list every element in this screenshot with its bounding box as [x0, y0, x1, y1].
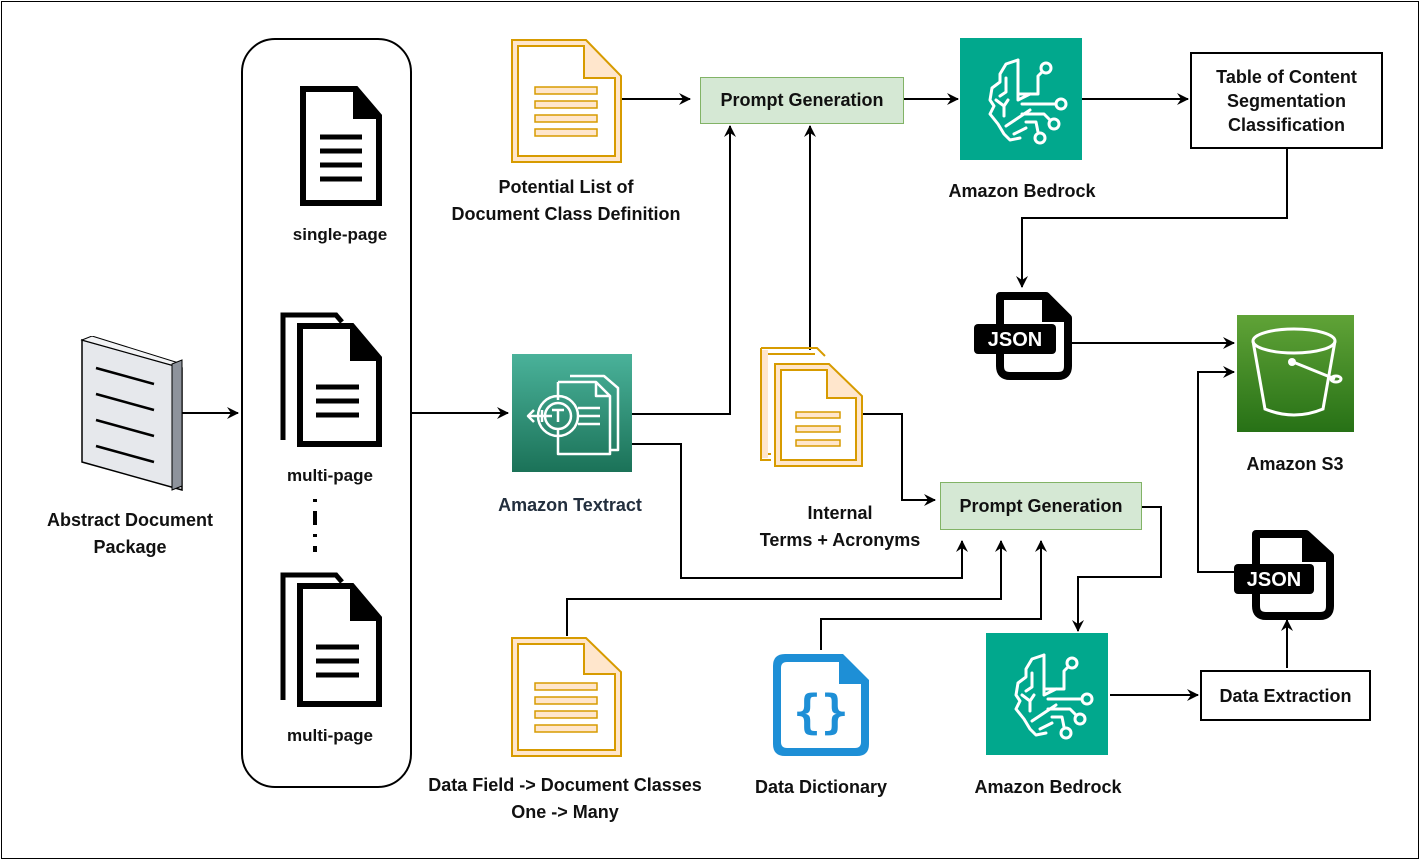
- amazon-textract-label: Amazon Textract: [498, 495, 642, 515]
- edge-datafield-to-prompt-bottom: [566, 540, 1007, 636]
- json-output-bottom[interactable]: JSON: [1232, 526, 1338, 625]
- label-line: Document Class Definition: [451, 204, 681, 224]
- toc-segmentation-classification[interactable]: Table of Content Segmentation Classifica…: [1190, 52, 1383, 149]
- toc-line: Classification: [1227, 114, 1346, 135]
- edge-terms-to-prompt-bottom: [862, 413, 936, 506]
- edge-textract-to-prompt-top: [632, 125, 736, 415]
- label-line: Potential List of: [498, 177, 634, 197]
- amazon-bedrock-bottom-label: Amazon Bedrock: [974, 777, 1122, 797]
- internal-terms-label: Internal Terms + Acronyms: [730, 500, 950, 554]
- textract-icon: [512, 354, 632, 472]
- orange-document-icon: [511, 39, 622, 163]
- edge-toc-to-json-top: [1016, 148, 1288, 288]
- label-line: Terms + Acronyms: [759, 530, 921, 550]
- amazon-bedrock-top[interactable]: [960, 38, 1082, 165]
- edge-json-bottom-to-s3: [1197, 366, 1236, 573]
- amazon-bedrock-bottom[interactable]: [986, 633, 1108, 760]
- data-field-mapping-label: Data Field -> Document Classes One -> Ma…: [400, 772, 730, 826]
- multi-page-document-icon: [280, 312, 382, 447]
- multi-page-document-icon: [280, 572, 382, 707]
- edge-textract-to-prompt-bottom: [632, 443, 968, 579]
- bedrock-brain-icon: [960, 38, 1082, 160]
- class-definition-document[interactable]: [510, 38, 624, 169]
- label-line: One -> Many: [511, 802, 619, 822]
- toc-line: Segmentation: [1226, 90, 1346, 111]
- s3-bucket-icon: [1237, 315, 1354, 432]
- abstract-document-package[interactable]: [78, 335, 184, 499]
- edge-prompt-bottom-to-bedrock: [1072, 506, 1162, 632]
- data-extraction[interactable]: Data Extraction: [1200, 670, 1371, 721]
- orange-stacked-documents-icon: [760, 347, 863, 467]
- amazon-bedrock-top-label: Amazon Bedrock: [948, 181, 1096, 201]
- multi-page-label: multi-page: [287, 466, 373, 485]
- data-dictionary[interactable]: {}: [769, 650, 873, 765]
- orange-document-icon: [511, 637, 622, 757]
- single-page-label: single-page: [292, 225, 388, 244]
- class-definition-label: Potential List of Document Class Definit…: [436, 174, 696, 228]
- toc-line: Table of Content: [1216, 66, 1357, 87]
- label-line: Package: [93, 537, 167, 557]
- single-page-document-icon: [300, 86, 382, 206]
- json-text: JSON: [1247, 569, 1301, 591]
- internal-terms-documents[interactable]: [759, 346, 865, 473]
- braces-glyph: {}: [793, 685, 848, 739]
- bedrock-brain-icon: [986, 633, 1108, 755]
- label-line: Internal: [807, 503, 873, 523]
- abstract-document-label: Abstract Document Package: [30, 507, 230, 561]
- prompt-generation-bottom[interactable]: Prompt Generation: [940, 482, 1142, 530]
- multi-page-document[interactable]: [280, 572, 384, 713]
- label-line: Data Field -> Document Classes: [428, 775, 702, 795]
- multi-page-label: multi-page: [287, 726, 373, 745]
- edge-dictionary-to-prompt-bottom: [820, 540, 1047, 650]
- json-text: JSON: [988, 329, 1042, 351]
- prompt-generation-top[interactable]: Prompt Generation: [700, 77, 904, 124]
- page-type-group: [241, 38, 412, 788]
- amazon-textract[interactable]: [512, 354, 632, 477]
- multi-page-document[interactable]: [280, 312, 384, 453]
- label-line: Abstract Document: [46, 510, 214, 530]
- json-file-icon: JSON: [974, 292, 1072, 380]
- document-package-icon: [80, 335, 183, 491]
- json-file-icon: JSON: [1234, 530, 1334, 620]
- data-dictionary-label: Data Dictionary: [754, 777, 888, 797]
- data-field-mapping-document[interactable]: [510, 636, 624, 763]
- curly-braces-file-icon: {}: [773, 654, 869, 756]
- single-page-document[interactable]: [300, 86, 382, 211]
- json-output-top[interactable]: JSON: [972, 288, 1074, 387]
- amazon-s3-label: Amazon S3: [1246, 454, 1344, 474]
- amazon-s3[interactable]: [1237, 315, 1354, 437]
